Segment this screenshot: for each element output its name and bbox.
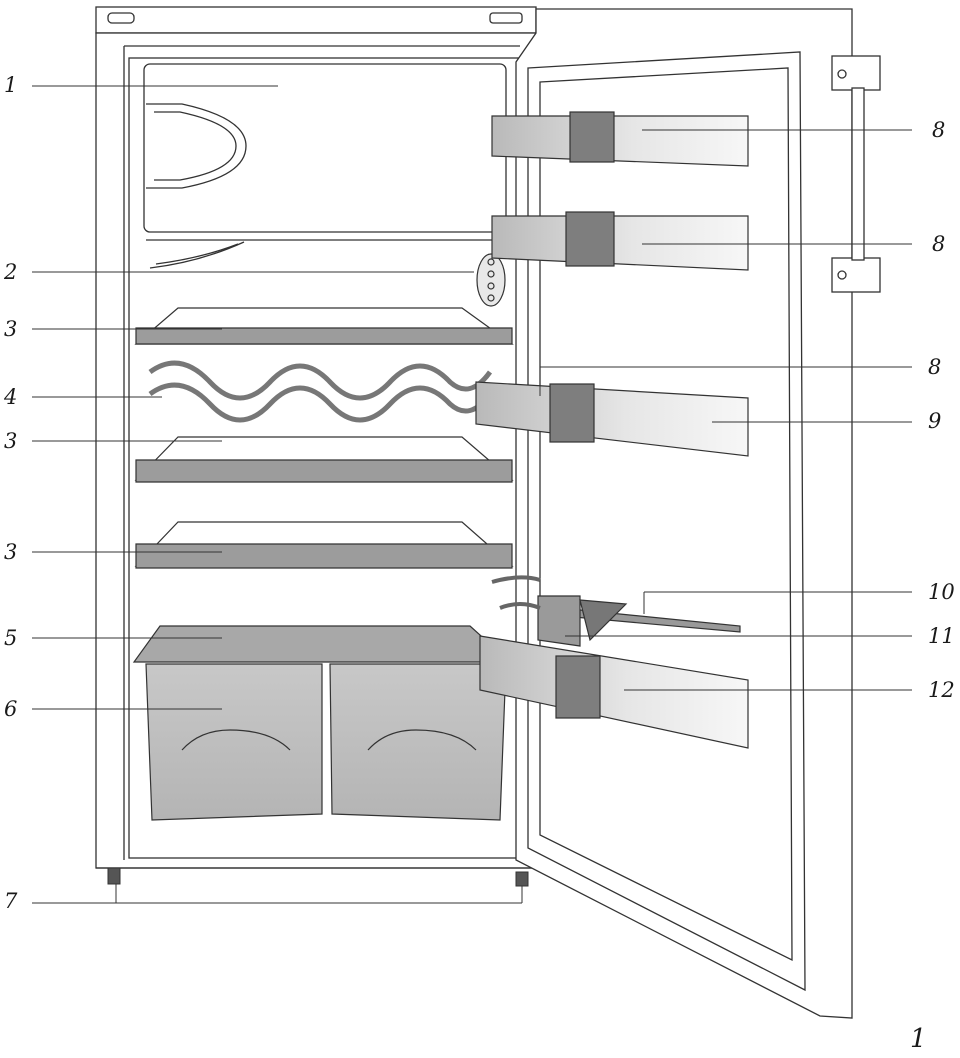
door-bin-2 [491,211,749,271]
door-bin-1 [491,111,749,167]
adjustable-feet [107,867,529,887]
bottle-shelf [479,635,749,749]
crisper-cover [132,625,512,663]
callout-label: 12 [928,678,955,702]
callout-label: 7 [4,889,18,913]
door-bin-3-egg-tray [475,381,749,457]
callout-label: 3 [4,317,18,341]
callout-label: 4 [4,385,18,409]
page-number: 1 [910,1024,927,1054]
wine-rack [148,360,493,423]
callout-label: 6 [4,697,18,721]
door-handle [831,55,881,293]
callout-leader-lines [32,85,912,904]
vegetable-drawers [145,663,507,821]
callout-label: 8 [932,118,946,142]
callout-label: 1 [4,73,18,97]
bottle-holder [491,575,741,647]
callout-label: 10 [928,580,955,604]
glass-shelf-1 [134,307,514,345]
callout-label: 11 [928,624,955,648]
glass-shelf-2 [134,436,514,483]
callout-label: 2 [4,260,18,284]
callout-label: 8 [928,355,942,379]
glass-shelf-3 [134,521,514,569]
callout-label: 8 [932,232,946,256]
callout-label: 3 [4,429,18,453]
callout-label: 9 [928,409,942,433]
callout-label: 5 [4,626,18,650]
callout-label: 3 [4,540,18,564]
thermostat-dial [476,253,506,307]
